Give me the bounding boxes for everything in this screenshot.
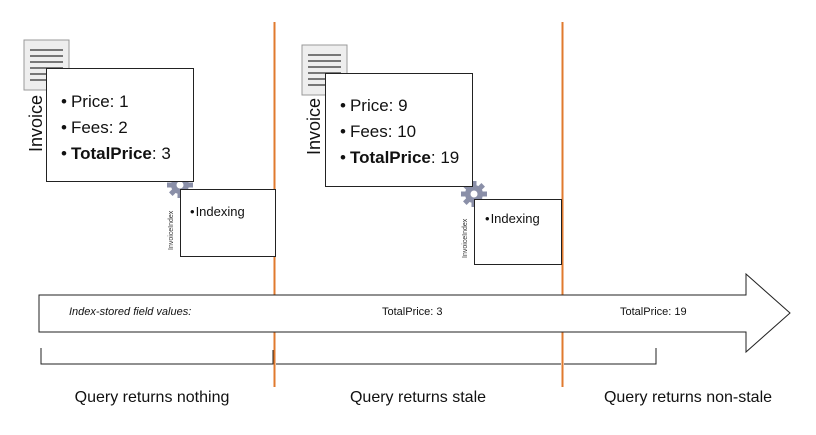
invoice-fields: Price: 1 Fees: 2 TotalPrice: 3	[61, 89, 171, 167]
stage3-index-value: TotalPrice: 19	[620, 306, 687, 318]
fees-field: Fees: 10	[340, 119, 459, 145]
total-price-field: TotalPrice: 3	[61, 141, 171, 167]
index-name-label: InvoiceIndex	[462, 218, 469, 258]
fees-field: Fees: 2	[61, 115, 171, 141]
index-stored-heading: Index-stored field values:	[69, 306, 192, 318]
timeline-arrow	[38, 272, 791, 354]
bracket-stage-3	[564, 348, 657, 365]
price-field: Price: 1	[61, 89, 171, 115]
index-name-label: InvoiceIndex	[168, 210, 175, 250]
invoice-card-1: Price: 1 Fees: 2 TotalPrice: 3	[46, 68, 194, 182]
indexing-label: Indexing	[485, 211, 540, 226]
index-box-1: Indexing	[180, 189, 276, 257]
caption-stage-2: Query returns stale	[349, 389, 487, 406]
stage2-index-value: TotalPrice: 3	[382, 306, 443, 318]
price-field: Price: 9	[340, 93, 459, 119]
invoice-fields: Price: 9 Fees: 10 TotalPrice: 19	[340, 93, 459, 171]
caption-stage-3: Query returns non-stale	[603, 389, 773, 406]
caption-stage-1: Query returns nothing	[74, 389, 230, 406]
invoice-label: Invoice	[26, 94, 46, 152]
index-box-2: Indexing	[474, 199, 562, 265]
total-price-field: TotalPrice: 19	[340, 145, 459, 171]
invoice-card-2: Price: 9 Fees: 10 TotalPrice: 19	[325, 73, 473, 187]
invoice-label: Invoice	[304, 97, 324, 155]
indexing-label: Indexing	[190, 204, 245, 219]
bracket-stage-1	[40, 348, 274, 365]
